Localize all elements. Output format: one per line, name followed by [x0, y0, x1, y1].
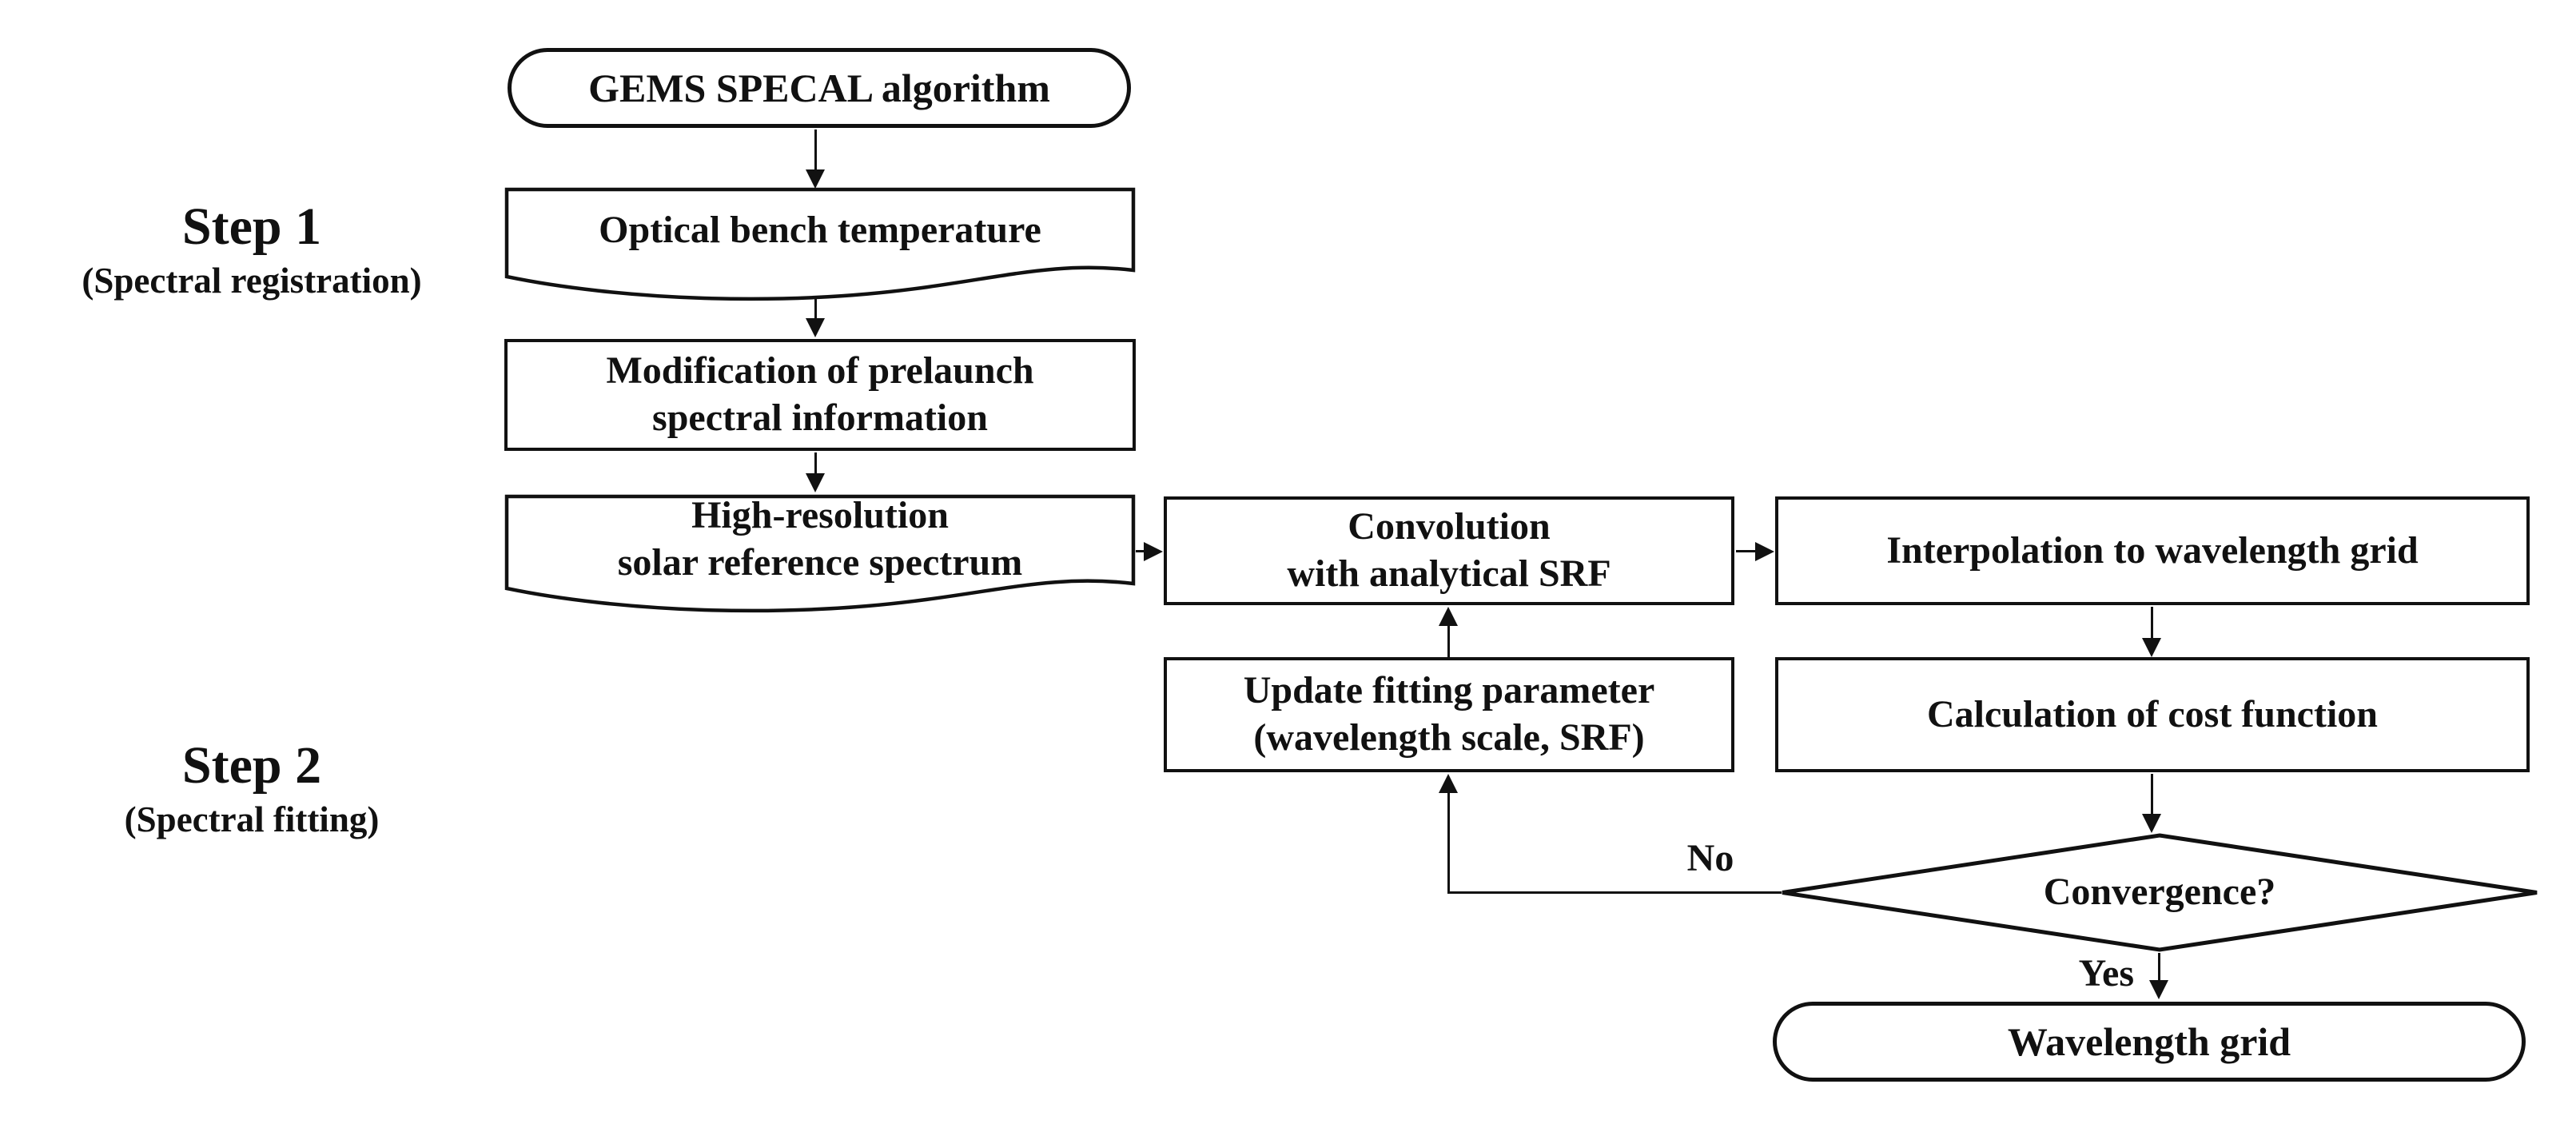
node-decision-label: Convergence?: [2043, 871, 2276, 914]
document-shape-optical: [504, 187, 1136, 301]
node-end: Wavelength grid: [1773, 1002, 2526, 1082]
arrow-modification-to-solar-head: [806, 473, 825, 492]
arrow-update-to-convolution-head: [1439, 607, 1458, 626]
arrow-no-feedback-hline: [1447, 891, 1782, 894]
node-update: Update fitting parameter (wavelength sca…: [1164, 657, 1734, 772]
edge-label-yes: Yes: [2078, 952, 2134, 994]
arrow-cost-to-decision-head: [2142, 814, 2161, 833]
step1-sublabel: (Spectral registration): [82, 261, 422, 301]
node-optical: Optical bench temperature: [504, 190, 1136, 270]
arrow-modification-to-solar-line: [814, 452, 817, 475]
node-modification: Modification of prelaunch spectral infor…: [504, 339, 1136, 451]
node-decision: Convergence?: [1779, 832, 2540, 953]
arrow-start-to-optical-head: [806, 169, 825, 189]
arrow-optical-to-modification-line: [814, 297, 817, 320]
arrow-optical-to-modification-head: [806, 318, 825, 337]
step2-sublabel: (Spectral fitting): [124, 799, 380, 839]
arrow-cost-to-decision-line: [2151, 774, 2153, 815]
arrow-yes-line: [2158, 953, 2160, 982]
node-convolution-label: Convolution with analytical SRF: [1287, 505, 1611, 595]
step1-title: Step 1: [181, 197, 322, 256]
node-cost-label: Calculation of cost function: [1927, 692, 2378, 735]
node-cost: Calculation of cost function: [1775, 657, 2530, 772]
arrow-interpolation-to-cost-line: [2151, 607, 2153, 640]
arrow-solar-to-convolution-line: [1136, 550, 1147, 552]
node-optical-label: Optical bench temperature: [599, 208, 1041, 251]
step2-title: Step 2: [181, 736, 322, 795]
node-start-label: GEMS SPECAL algorithm: [588, 66, 1050, 110]
decision-diamond-shape: [1782, 833, 2538, 952]
step1-label-block: Step 1 (Spectral registration): [12, 197, 492, 304]
arrow-start-to-optical-line: [814, 130, 817, 171]
node-update-label: Update fitting parameter (wavelength sca…: [1243, 669, 1655, 759]
node-end-label: Wavelength grid: [2007, 1019, 2291, 1064]
node-solar: High-resolution solar reference spectrum: [504, 494, 1136, 584]
arrow-convolution-to-interpolation-head: [1755, 542, 1774, 561]
edge-label-no: No: [1686, 837, 1734, 879]
node-interpolation-label: Interpolation to wavelength grid: [1886, 528, 2419, 572]
arrow-update-to-convolution-line: [1447, 624, 1450, 657]
arrow-interpolation-to-cost-head: [2142, 638, 2161, 657]
node-convolution: Convolution with analytical SRF: [1164, 496, 1734, 605]
node-interpolation: Interpolation to wavelength grid: [1775, 496, 2530, 605]
document-shape-solar: [504, 494, 1136, 613]
node-solar-label: High-resolution solar reference spectrum: [617, 494, 1023, 584]
node-modification-label: Modification of prelaunch spectral infor…: [606, 349, 1034, 439]
arrow-no-feedback-head: [1439, 774, 1458, 793]
step2-label-block: Step 2 (Spectral fitting): [12, 735, 492, 843]
arrow-convolution-to-interpolation-line: [1736, 550, 1757, 552]
arrow-no-feedback-vline: [1447, 791, 1450, 894]
node-start: GEMS SPECAL algorithm: [508, 48, 1131, 128]
arrow-solar-to-convolution-head: [1144, 542, 1163, 561]
arrow-yes-head: [2149, 980, 2168, 999]
